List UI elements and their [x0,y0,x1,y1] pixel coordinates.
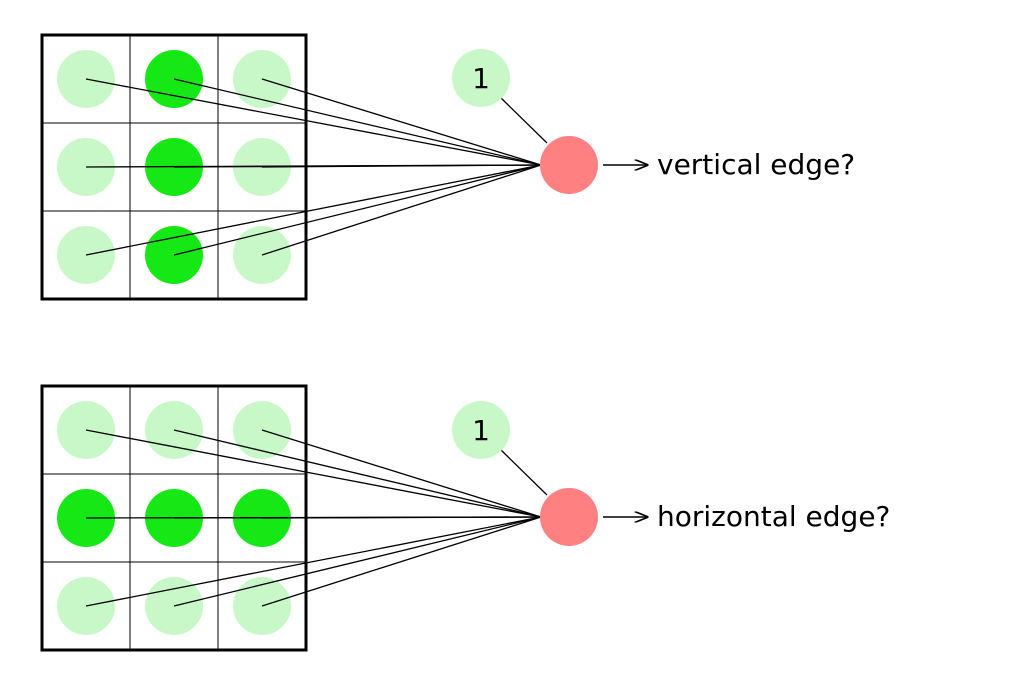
neuron-node [540,488,598,546]
weight-line [85,429,542,518]
bias-node [452,49,510,107]
weight-line [261,164,542,168]
detector-horizontal: 1 horizontal edge? [40,384,890,652]
connections [85,78,542,256]
weight-line [261,164,542,256]
bias-connection [500,97,548,144]
bias-label: 1 [472,414,490,447]
output-label: horizontal edge? [657,500,890,533]
weight-line [173,78,542,166]
output-label: vertical edge? [657,148,855,181]
detector-vertical: 1 vertical edge? [40,33,855,301]
weight-line [261,516,542,519]
weight-line [173,164,542,256]
weight-line [85,516,542,607]
weight-line [85,78,542,166]
bias-label: 1 [472,62,490,95]
weight-line [261,516,542,607]
bias-connection [500,449,548,496]
connections [85,429,542,607]
neuron-node [540,136,598,194]
weight-line [261,429,542,518]
weight-line [173,429,542,518]
weight-line [85,164,542,256]
weight-line [173,516,542,607]
bias-node [452,401,510,459]
weight-line [261,78,542,166]
